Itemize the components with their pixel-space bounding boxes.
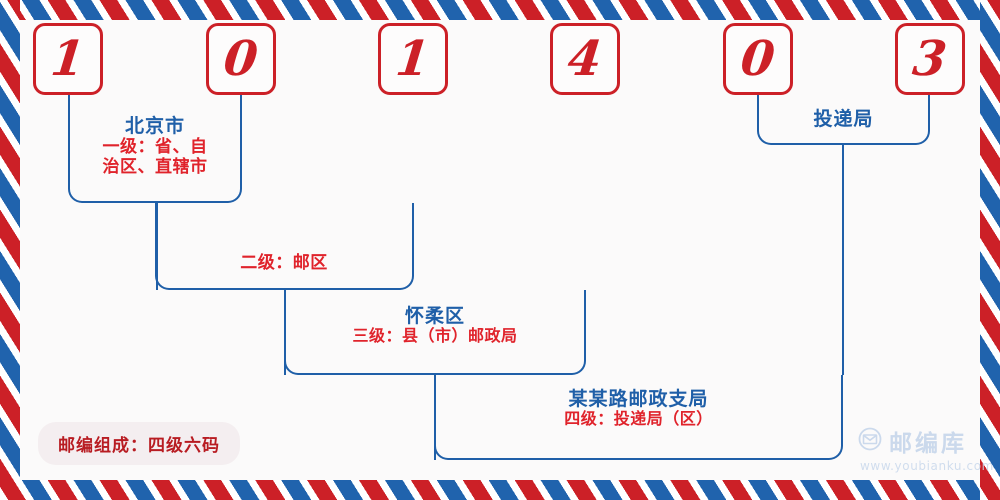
airmail-border-left [0, 0, 20, 500]
envelope-circle-icon [858, 427, 882, 456]
airmail-border-top [0, 0, 1000, 20]
digit-glyph-4: 4 [565, 31, 605, 87]
connector-level-1-to-2 [156, 203, 158, 290]
watermark-brand-text: 邮编库 [889, 431, 967, 457]
label-level-3: 怀柔区 三级：县（市）邮政局 [285, 305, 585, 346]
bracket-delivery-office [757, 95, 930, 145]
airmail-border-right [980, 0, 1000, 500]
bracket-level-3 [284, 290, 586, 375]
envelope-inner-surface [20, 20, 980, 480]
digit-box-2[interactable]: 0 [206, 23, 276, 95]
bracket-level-2 [155, 203, 414, 290]
label-level-1: 北京市 一级：省、自 治区、直辖市 [70, 115, 240, 178]
label-level-1-sub-line1: 一级：省、自 [102, 137, 208, 158]
label-level-3-title: 怀柔区 [404, 305, 465, 327]
postcode-composition-badge: 邮编组成：四级六码 [38, 422, 240, 465]
label-level-4-sub-line1: 四级：投递局（区） [564, 409, 713, 429]
digit-box-6[interactable]: 3 [895, 23, 965, 95]
digit-glyph-3: 1 [393, 31, 433, 87]
label-level-4: 某某路邮政支局 四级：投递局（区） [435, 388, 842, 429]
connector-delivery-office-to-level-4 [842, 145, 844, 375]
digit-box-1[interactable]: 1 [33, 23, 103, 95]
label-delivery-office-title: 投递局 [813, 108, 874, 130]
airmail-border-bottom [0, 480, 1000, 500]
digit-box-3[interactable]: 1 [378, 23, 448, 95]
label-level-1-sub-line2: 治区、直辖市 [102, 157, 208, 178]
watermark-url: www.youbianku.com [860, 459, 994, 473]
bracket-level-4 [434, 375, 843, 460]
digit-box-4[interactable]: 4 [550, 23, 620, 95]
digit-glyph-6: 3 [910, 31, 950, 87]
digit-glyph-1: 1 [48, 31, 88, 87]
label-level-4-title: 某某路邮政支局 [568, 388, 709, 410]
digit-box-5[interactable]: 0 [723, 23, 793, 95]
bracket-level-1 [68, 95, 242, 203]
digit-glyph-5: 0 [738, 31, 778, 87]
watermark: 邮编库 www.youbianku.com [858, 424, 994, 473]
digit-glyph-2: 0 [221, 31, 261, 87]
label-delivery-office: 投递局 [758, 108, 929, 130]
label-level-2: 二级：邮区 [155, 253, 413, 273]
label-level-2-sub-line1: 二级：邮区 [240, 253, 328, 273]
label-level-3-sub-line1: 三级：县（市）邮政局 [352, 326, 518, 346]
watermark-brand-row: 邮编库 [858, 424, 967, 458]
label-level-1-title: 北京市 [124, 115, 185, 137]
